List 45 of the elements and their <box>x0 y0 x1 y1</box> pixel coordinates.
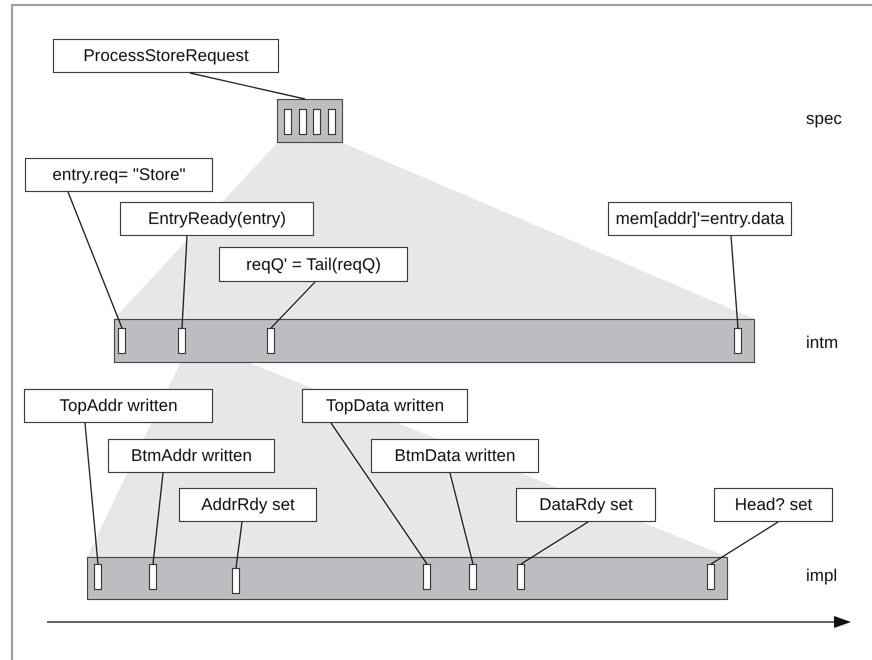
event-marker <box>706 564 714 590</box>
event-marker <box>284 108 292 134</box>
event-marker <box>328 108 336 134</box>
event-marker <box>232 568 240 594</box>
annotation-box: TopAddr written <box>24 389 213 423</box>
level-label: intm <box>806 333 838 353</box>
leader-line <box>730 236 739 328</box>
timeline-bar <box>277 99 343 143</box>
annotation-box: BtmAddr written <box>108 439 275 473</box>
event-marker <box>178 328 186 354</box>
leader-line <box>270 282 316 328</box>
level-label: spec <box>806 109 842 129</box>
timeline-bar <box>114 319 755 363</box>
leader-line <box>710 522 778 564</box>
event-marker <box>468 564 476 590</box>
event-marker <box>298 108 306 134</box>
annotation-box: TopData written <box>302 389 468 423</box>
leader-line <box>84 422 99 564</box>
leader-line <box>330 422 428 564</box>
level-label: impl <box>806 566 838 586</box>
event-marker <box>94 564 102 590</box>
leader-line <box>181 236 188 328</box>
leader-line <box>520 522 588 564</box>
event-marker <box>734 328 742 354</box>
leader-line <box>449 472 474 564</box>
leader-line <box>67 192 123 328</box>
annotation-box: BtmData written <box>371 439 539 473</box>
event-marker <box>422 564 430 590</box>
annotation-box: ProcessStoreRequest <box>53 39 279 73</box>
annotation-box: reqQ' = Tail(reqQ) <box>219 247 408 282</box>
annotation-box: DataRdy set <box>516 488 656 522</box>
annotation-box: Head? set <box>714 488 833 522</box>
event-marker <box>148 564 156 590</box>
leader-line <box>190 72 306 100</box>
timeline-bar <box>87 557 728 600</box>
annotation-box: EntryReady(entry) <box>120 202 314 236</box>
event-marker <box>312 108 320 134</box>
annotation-box: AddrRdy set <box>179 488 317 522</box>
event-marker <box>516 564 524 590</box>
event-marker <box>118 328 126 354</box>
leader-line <box>235 522 243 568</box>
annotation-box: mem[addr]'=entry.data <box>608 202 792 236</box>
event-marker <box>266 328 274 354</box>
leader-line <box>152 472 164 564</box>
annotation-box: entry.req= "Store" <box>25 158 213 192</box>
